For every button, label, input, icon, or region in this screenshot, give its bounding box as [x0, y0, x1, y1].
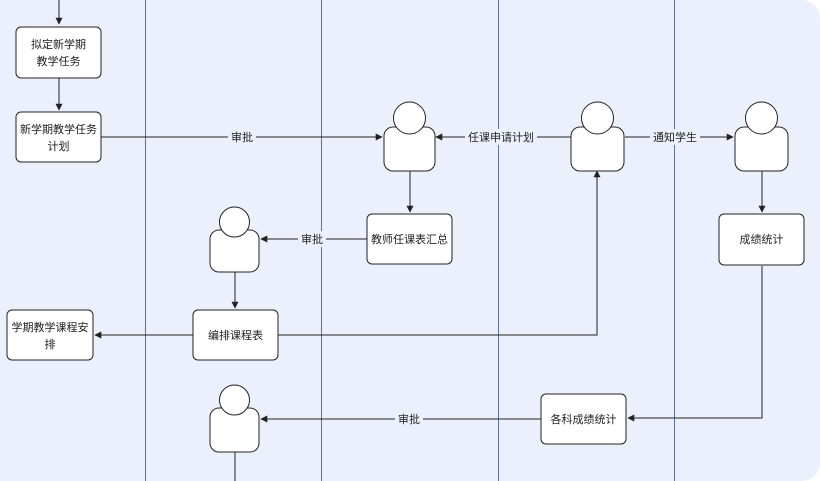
node-subject-stats[interactable]: 各科成绩统计 [540, 393, 627, 445]
node-task-plan[interactable]: 新学期教学任务 计划 [15, 111, 102, 163]
node-grade-stats-label: 成绩统计 [740, 233, 784, 246]
edge-label-notify-students: 通知学生 [653, 130, 697, 144]
edge-label-approve-1: 审批 [231, 130, 253, 144]
edge-label-approve-2: 审批 [301, 232, 323, 246]
node-semester-arrangement-line-2: 排 [45, 337, 56, 351]
edge-schedule-to-actor-3 [278, 170, 601, 336]
actor-2[interactable] [383, 101, 436, 172]
actor-5[interactable] [209, 384, 260, 453]
node-semester-arrangement[interactable]: 学期教学课程安 排 [6, 309, 94, 361]
edge-label-course-request: 任课申请计划 [468, 131, 534, 144]
swimlane-dividers [145, 0, 675, 481]
node-task-plan-line-1: 新学期教学任务 [20, 122, 97, 136]
node-teacher-summary[interactable]: 教师任课表汇总 [366, 213, 453, 265]
node-schedule[interactable]: 编排课程表 [192, 309, 279, 361]
node-draft-task-line-1: 拟定新学期 [31, 37, 86, 51]
node-draft-task[interactable]: 拟定新学期 教学任务 [15, 26, 102, 79]
node-subject-stats-label: 各科成绩统计 [551, 412, 617, 426]
node-schedule-label: 编排课程表 [208, 328, 263, 342]
node-task-plan-line-2: 计划 [48, 140, 70, 153]
node-teacher-summary-label: 教师任课表汇总 [371, 232, 448, 246]
actor-3[interactable] [570, 101, 625, 172]
edge-label-approve-3: 审批 [398, 412, 420, 426]
node-grade-stats[interactable]: 成绩统计 [718, 213, 805, 266]
node-semester-arrangement-line-1: 学期教学课程安 [12, 320, 89, 334]
edge-labels: 审批 任课申请计划 通知学生 审批 审批 [228, 129, 700, 427]
node-draft-task-line-2: 教学任务 [37, 54, 81, 68]
actor-1[interactable] [209, 206, 260, 273]
actor-4[interactable] [734, 101, 789, 172]
edge-grade-stats-to-subject-stats [627, 266, 763, 422]
